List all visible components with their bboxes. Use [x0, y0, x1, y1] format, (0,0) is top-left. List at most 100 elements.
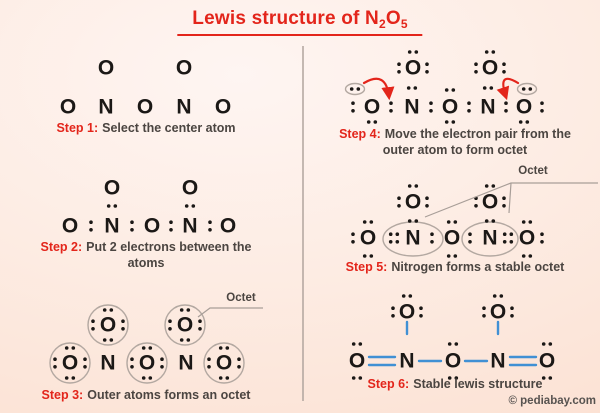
- electron-dot: [406, 86, 411, 90]
- electron-dot: [484, 50, 489, 54]
- electron-dot: [430, 232, 434, 236]
- electron-dot: [373, 120, 378, 124]
- atom-N: N: [100, 352, 115, 375]
- octet-circle: [164, 304, 206, 346]
- electron-dot: [474, 70, 478, 74]
- electron-dot: [419, 306, 423, 311]
- atom-O: O: [137, 96, 153, 119]
- octet-circle: [203, 342, 245, 384]
- electron-dot: [349, 87, 354, 91]
- electron-dot: [414, 184, 419, 188]
- atom-N: N: [404, 96, 419, 119]
- electron-dot: [89, 228, 93, 232]
- electron-dot: [407, 184, 412, 188]
- electron-dot: [351, 376, 356, 380]
- electron-dot: [510, 306, 514, 311]
- electron-dot: [64, 376, 69, 380]
- electron-dot: [407, 219, 412, 223]
- atom-O: O: [104, 177, 120, 200]
- octet-oval: [382, 221, 444, 257]
- atom-O: O: [139, 352, 155, 375]
- electron-dot: [207, 365, 211, 369]
- electron-dot: [540, 109, 544, 113]
- column-divider-line: [302, 46, 304, 401]
- electron-dot: [397, 196, 401, 200]
- electron-dot: [113, 204, 118, 208]
- electron-dot: [425, 204, 429, 208]
- electron-dot: [504, 101, 508, 105]
- electron-dot: [528, 254, 533, 258]
- electron-dot: [395, 240, 400, 244]
- title-subscript-5: 5: [400, 17, 408, 31]
- electron-dot: [395, 232, 400, 236]
- electron-dot: [521, 254, 526, 258]
- step-4-label: Step 4:: [339, 127, 381, 141]
- electron-dot: [414, 219, 419, 223]
- electron-dot: [53, 365, 57, 369]
- electron-dot: [454, 342, 459, 346]
- octet-pointer-line: [424, 182, 598, 218]
- atom-O: O: [177, 314, 193, 337]
- electron-dot: [130, 220, 134, 224]
- step-2-text: Put 2 electrons between the atoms: [86, 240, 252, 270]
- electron-dot: [540, 232, 544, 236]
- electron-dot: [369, 254, 374, 258]
- electron-dot: [141, 346, 146, 350]
- octet-oval: [461, 221, 519, 257]
- electron-dot: [130, 365, 134, 369]
- electron-dot: [53, 357, 57, 362]
- electron-dot: [109, 338, 114, 342]
- atom-O: O: [364, 96, 380, 119]
- electron-dot: [521, 220, 526, 224]
- octet-oval: [344, 82, 366, 96]
- electron-dot: [502, 232, 507, 236]
- atom-O: O: [442, 96, 458, 119]
- atom-O: O: [349, 350, 365, 373]
- electron-dot: [179, 338, 184, 342]
- electron-dot: [186, 338, 191, 342]
- step-1-caption: Step 1:Select the center atom: [36, 121, 256, 137]
- electron-dot: [106, 204, 111, 208]
- electron-dot: [425, 196, 429, 200]
- atom-N: N: [178, 352, 193, 375]
- step-5-label: Step 5:: [345, 260, 388, 274]
- electron-dot: [141, 376, 146, 380]
- electron-dot: [388, 232, 393, 236]
- electron-dot: [414, 50, 419, 54]
- electron-move-arrow: [362, 77, 395, 101]
- atom-N: N: [482, 227, 497, 250]
- electron-dot: [83, 357, 87, 362]
- electron-dot: [474, 62, 478, 66]
- atom-N: N: [182, 215, 197, 238]
- electron-dot: [169, 228, 173, 232]
- electron-dot: [509, 232, 514, 236]
- step-1-label: Step 1:: [56, 121, 99, 135]
- electron-dot: [218, 376, 223, 380]
- electron-dot: [430, 240, 434, 244]
- electron-dot: [121, 327, 125, 331]
- atom-O: O: [482, 57, 498, 80]
- atom-N: N: [405, 227, 420, 250]
- electron-dot: [528, 87, 533, 91]
- octet-oval: [516, 82, 538, 96]
- electron-dot: [467, 109, 471, 113]
- electron-dot: [351, 342, 356, 346]
- electron-dot: [484, 219, 489, 223]
- octet-annotation-step3: Octet: [226, 292, 256, 304]
- atom-O: O: [399, 301, 415, 324]
- electron-dot: [548, 376, 553, 380]
- electron-dot: [109, 308, 114, 312]
- electron-dot: [121, 319, 125, 324]
- title-subscript-2: 2: [378, 17, 386, 31]
- electron-dot: [397, 62, 401, 66]
- electron-dot: [451, 120, 456, 124]
- octet-circle: [49, 342, 91, 384]
- electron-dot: [502, 240, 507, 244]
- electron-dot: [358, 342, 363, 346]
- electron-dot: [366, 120, 371, 124]
- electron-dot: [489, 86, 494, 90]
- electron-dot: [351, 109, 355, 113]
- electron-dot: [429, 109, 433, 113]
